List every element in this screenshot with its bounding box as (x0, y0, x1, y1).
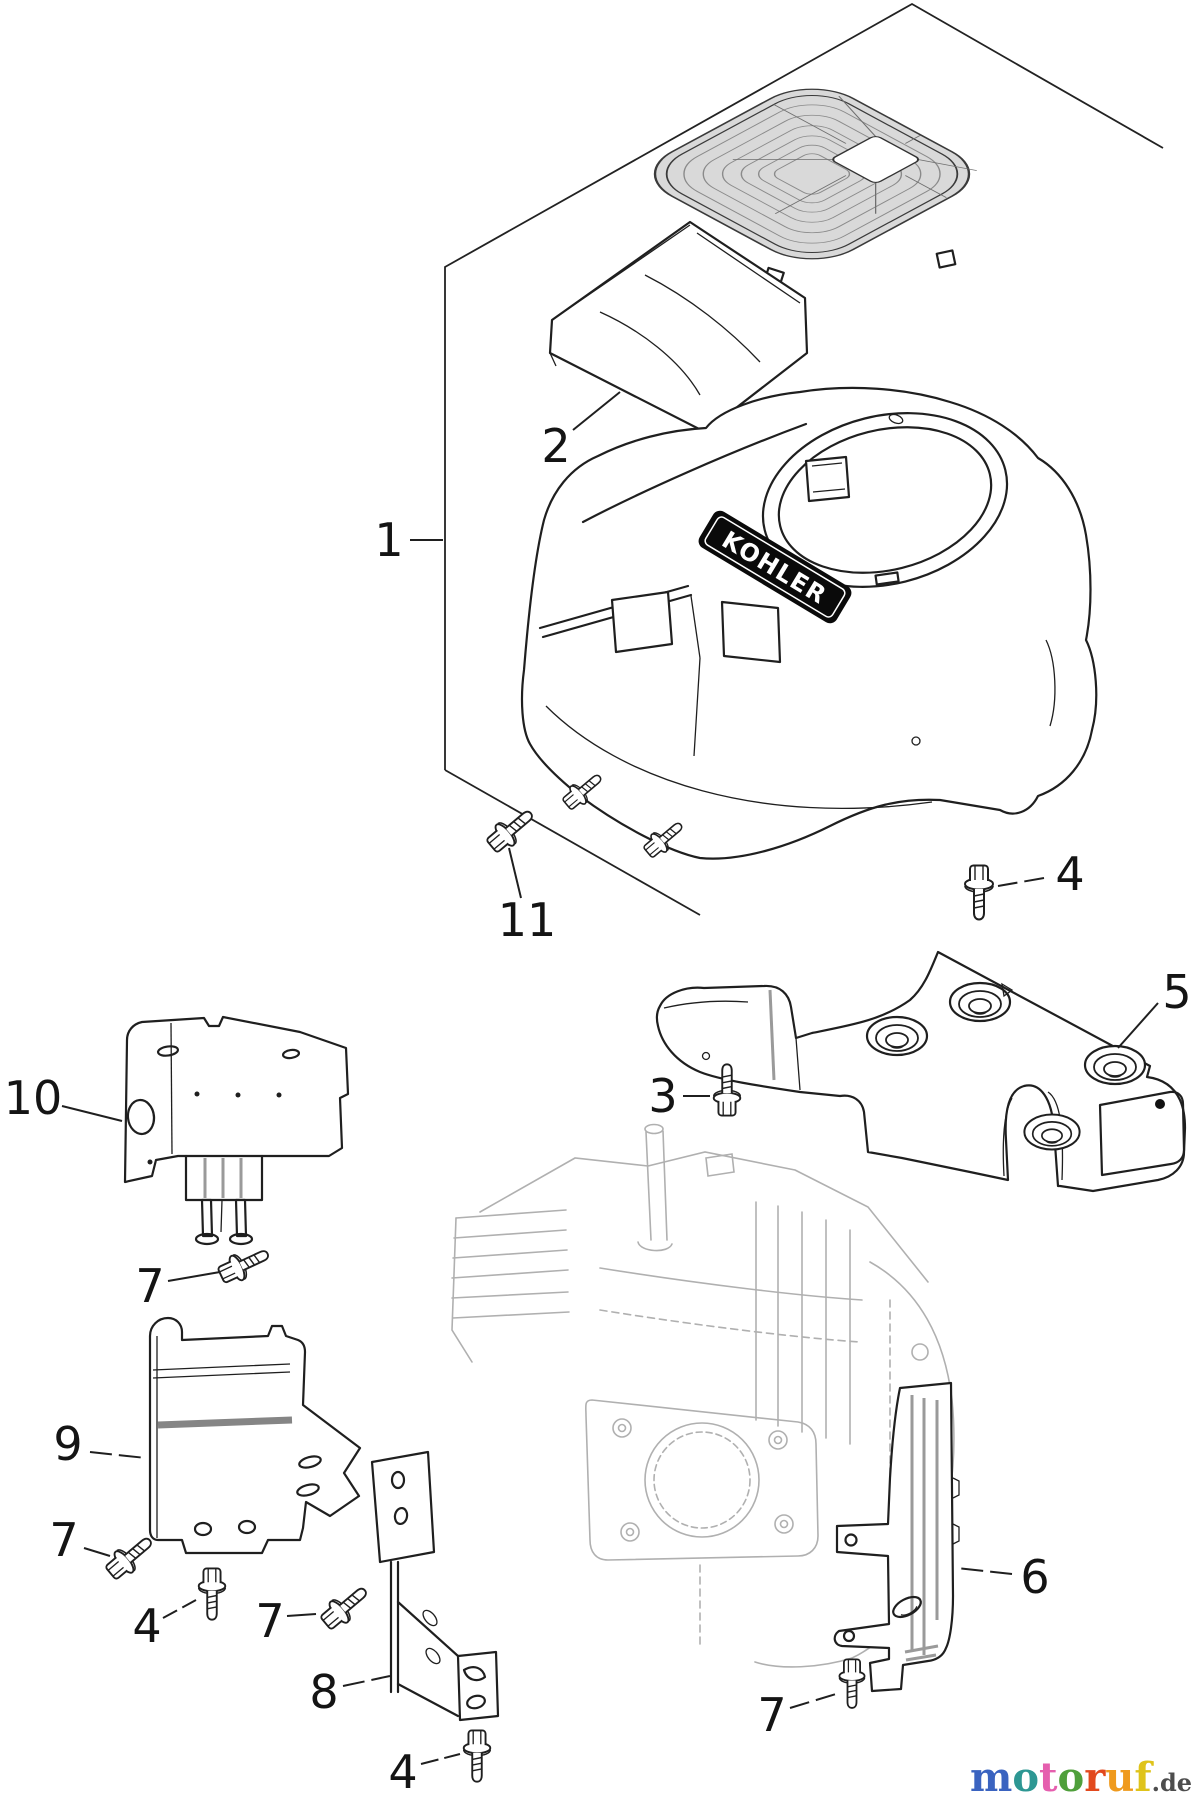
part-left-baffle (148, 1316, 362, 1555)
callout-7a: 7 (135, 1259, 221, 1313)
callout-6: 6 (956, 1550, 1050, 1604)
screw-7c-icon (316, 1579, 375, 1635)
callout-11: 11 (498, 847, 557, 947)
callout-4a-label: 4 (1055, 847, 1084, 901)
callout-7d-label: 7 (757, 1688, 786, 1742)
callout-7a-label: 7 (135, 1259, 164, 1313)
callout-5: 5 (1117, 965, 1192, 1049)
callout-3: 3 (648, 1069, 710, 1123)
logo-letter: o (1012, 1754, 1039, 1800)
callout-5-label: 5 (1162, 965, 1191, 1019)
logo-tld: .de (1152, 1768, 1192, 1797)
detail-frame-lines (444, 2, 1164, 916)
screw-7d-icon (838, 1658, 866, 1709)
callout-7d: 7 (757, 1688, 837, 1742)
logo-letter: t (1039, 1754, 1058, 1800)
screw-11-icon (482, 802, 541, 858)
logo-letter: f (1134, 1754, 1154, 1800)
part-blower-housing: KOHLER (520, 386, 1098, 862)
callout-6-label: 6 (1020, 1550, 1049, 1604)
screw-4a-icon (964, 864, 994, 921)
callouts: 1 2 11 4 5 3 10 7 (4, 391, 1192, 1799)
screw-7a-icon (214, 1240, 275, 1289)
callout-8: 8 (309, 1665, 391, 1719)
screw-4c-icon (462, 1729, 492, 1783)
callout-2-label: 2 (541, 419, 570, 473)
callout-1: 1 (374, 513, 443, 567)
callout-9-label: 9 (53, 1417, 82, 1471)
callout-7b-label: 7 (49, 1513, 78, 1567)
screw-7b-icon (101, 1529, 160, 1585)
callout-4b: 4 (132, 1599, 197, 1653)
motoruf-logo[interactable]: motoruf.de (970, 1754, 1192, 1800)
callout-4b-label: 4 (132, 1599, 161, 1653)
logo-letter: u (1105, 1754, 1134, 1800)
part-air-baffle (548, 220, 809, 447)
logo-letter: r (1084, 1754, 1106, 1800)
callout-1-label: 1 (374, 513, 403, 567)
logo-letter: m (970, 1754, 1012, 1800)
part-center-bracket (370, 1450, 500, 1722)
callout-2: 2 (541, 391, 621, 473)
callout-3-label: 3 (648, 1069, 677, 1123)
part-control-bracket (123, 1015, 350, 1246)
callout-7c-label: 7 (255, 1594, 284, 1648)
callout-4c-label: 4 (388, 1745, 417, 1799)
callout-10-label: 10 (4, 1071, 63, 1125)
logo-letter: o (1058, 1754, 1085, 1800)
callout-7b: 7 (49, 1513, 111, 1567)
screw-4b-icon (197, 1567, 227, 1621)
callout-7c: 7 (255, 1594, 317, 1648)
callout-9: 9 (53, 1417, 147, 1471)
part-right-baffle (655, 950, 1187, 1193)
motoruf-logo-text[interactable]: motoruf.de (970, 1754, 1192, 1800)
callout-4c: 4 (388, 1745, 461, 1799)
callout-11-label: 11 (498, 893, 557, 947)
engine-crankcase-ghost (451, 1123, 955, 1668)
part-lower-right-baffle (833, 1381, 960, 1693)
callout-10: 10 (4, 1071, 123, 1125)
callout-4a: 4 (997, 847, 1085, 901)
callout-8-label: 8 (309, 1665, 338, 1719)
